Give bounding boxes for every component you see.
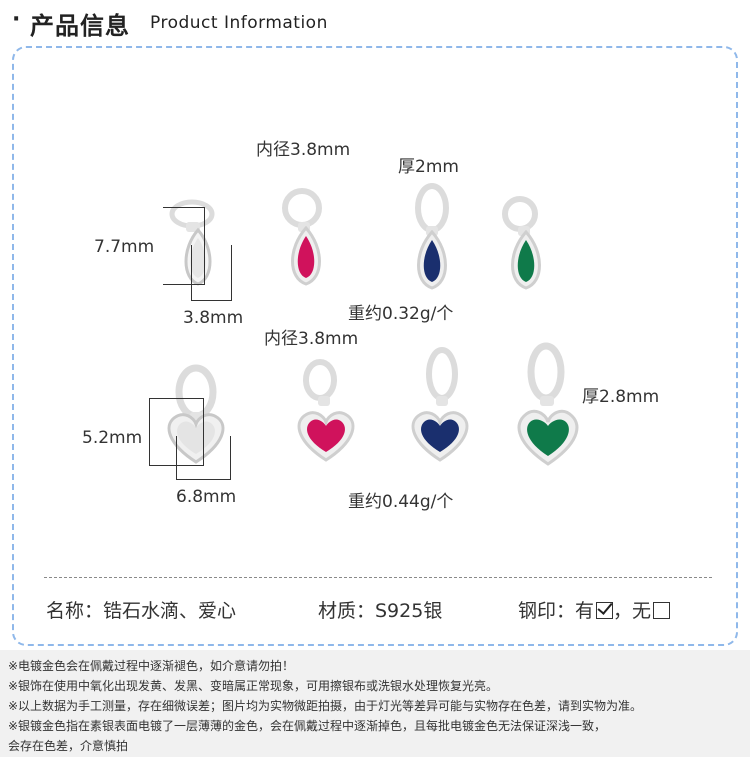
notes-panel: ※电镀金色会在佩戴过程中逐渐褪色，如介意请勿拍！ ※银饰在使用中氧化出现发黄、发… [0, 650, 750, 757]
stamp-yes-checkbox-icon [596, 602, 614, 619]
label-row2-weight: 重约0.44g/个 [348, 492, 454, 512]
spec-stamp-separator: ，无 [613, 600, 652, 622]
note-item: ※电镀金色会在佩戴过程中逐渐褪色，如介意请勿拍！ [8, 659, 295, 673]
pendant-teardrop-green [502, 196, 541, 290]
dim-box-height-row1 [163, 207, 205, 285]
header-title-zh: 产品信息 [30, 12, 130, 40]
label-row1-weight: 重约0.32g/个 [348, 304, 454, 324]
label-row2-width: 6.8mm [176, 487, 237, 507]
pendant-heart-clear [167, 364, 225, 464]
pendant-heart-green [517, 342, 579, 466]
label-row1-thickness: 厚2mm [398, 157, 459, 177]
label-row2-inner-diameter: 内径3.8mm [264, 329, 359, 349]
spec-stamp: 钢印：有 ，无 [518, 596, 671, 623]
pendant-teardrop-pink [282, 188, 322, 286]
pendant-heart-blue [411, 347, 469, 462]
note-item: 会存在色差，介意慎拍 [8, 739, 129, 753]
note-item: ※以上数据为手工测量，存在细微误差；图片均为实物微距拍摄，由于灯光等差异可能与实… [8, 699, 643, 713]
product-info-frame [12, 46, 738, 646]
spec-name: 名称：锆石水滴、爱心 [46, 600, 237, 622]
dim-box-width-row1 [191, 245, 232, 301]
section-header: · 产品信息 Product Information [0, 0, 750, 44]
pendant-teardrop-blue [415, 183, 449, 290]
label-row2-thickness: 厚2.8mm [582, 387, 660, 407]
label-row1-width: 3.8mm [183, 308, 244, 328]
header-bullet: · [12, 7, 21, 32]
header-title-en: Product Information [150, 13, 328, 33]
spec-divider [44, 577, 712, 578]
spec-material: 材质：S925银 [318, 600, 443, 622]
note-item: ※银镀金色指在素银表面电镀了一层薄薄的金色，会在佩戴过程中逐渐掉色，且每批电镀金… [8, 719, 607, 733]
stamp-no-checkbox-icon [653, 602, 671, 619]
label-row2-height: 5.2mm [82, 428, 143, 448]
note-item: ※银饰在使用中氧化出现发黄、发黑、变暗属正常现象，可用擦银布或洗银水处理恢复光亮… [8, 679, 499, 693]
label-row1-height: 7.7mm [94, 237, 155, 257]
spec-stamp-label: 钢印：有 [518, 600, 595, 622]
pendant-heart-pink [297, 359, 355, 462]
dim-box-width-row2 [176, 436, 231, 480]
label-row1-inner-diameter: 内径3.8mm [256, 140, 351, 160]
